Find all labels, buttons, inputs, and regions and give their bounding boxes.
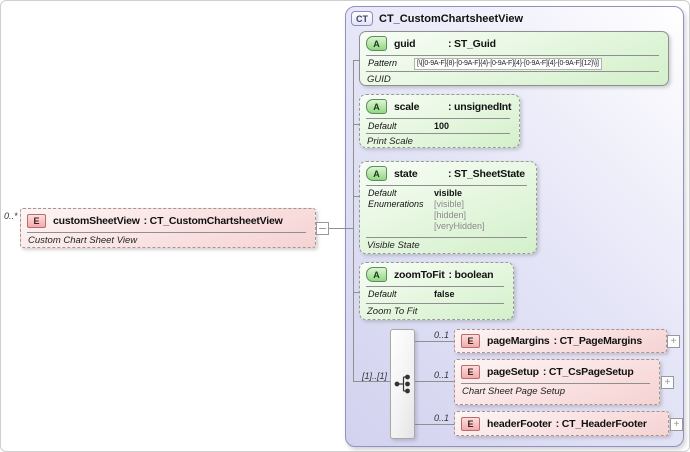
collapse-icon [319,228,326,229]
facet-label: Default [368,188,397,198]
divider [366,303,504,304]
element-title-row: E pageSetup: CT_CsPageSetup [455,360,659,383]
expand-button[interactable]: + [661,376,674,389]
element-title: pageSetup: CT_CsPageSetup [487,365,634,378]
expand-button[interactable]: + [670,418,683,431]
element-annotation: Custom Chart Sheet View [28,235,138,246]
connector-line [315,228,354,229]
element-title-row: E pageMargins: CT_PageMargins [455,330,666,352]
facet-label: Enumerations [368,199,424,209]
element-badge-icon: E [461,416,480,431]
facet-label: Default [368,121,397,131]
facet-label: Pattern [368,58,398,68]
element-title-row: E headerFooter: CT_HeaderFooter [455,412,668,435]
attribute-title-row: A guid: ST_Guid [360,32,668,55]
connector-line [415,341,454,342]
connector-line [353,381,390,382]
attribute-annotation: GUID [367,74,391,85]
element-badge-icon: E [461,364,480,379]
divider [461,383,650,384]
attribute-facets: Default false [360,287,513,303]
cardinality-label: 0..1 [433,370,449,380]
facet-value: visible [434,188,463,198]
attribute-badge-icon: A [366,99,387,114]
attribute-facets: Default visible Enumerations [visible] [… [360,186,536,237]
facet-value: [\{[0-9A-F]{8}-[0-9A-F]{4}-[0-9A-F]{4}-[… [414,58,602,70]
cardinality-label: 0..1 [433,413,449,423]
enum-value: [hidden] [434,210,467,220]
connector-line [415,424,454,425]
facet-label: Default [368,289,397,299]
attribute-annotation: Visible State [367,240,420,251]
attribute-title-row: A state: ST_SheetState [360,162,536,185]
divider [366,55,659,56]
element-title: customSheetView: CT_CustomChartsheetView [53,214,283,227]
connector-line [353,196,360,197]
plus-icon: + [664,377,671,388]
attribute-title: state: ST_SheetState [394,167,525,180]
divider [366,71,659,72]
attribute-title-row: A zoomToFit: boolean [360,263,513,286]
attribute-badge-icon: A [366,36,387,51]
attribute-box-zoomToFit: A zoomToFit: boolean Default false Zoom … [359,262,514,320]
sequence-compositor [390,329,415,439]
element-title: pageMargins: CT_PageMargins [487,335,642,347]
element-title: headerFooter: CT_HeaderFooter [487,417,647,430]
divider [366,237,527,238]
element-title-row: E customSheetView: CT_CustomChartsheetVi… [21,209,315,232]
element-badge-icon: E [27,213,46,228]
cardinality-label: [1]..[1] [361,371,387,381]
plus-icon: + [670,336,677,347]
attribute-title: scale: unsignedInt [394,100,512,113]
attribute-title: guid: ST_Guid [394,37,496,50]
attribute-box-state: A state: ST_SheetState Default visible E… [359,161,537,254]
divider [366,185,527,186]
attribute-facets: Pattern [\{[0-9A-F]{8}-[0-9A-F]{4}-[0-9A… [360,56,668,71]
attribute-badge-icon: A [366,166,387,181]
element-box-headerFooter[interactable]: E headerFooter: CT_HeaderFooter [454,411,669,436]
element-box-pageMargins[interactable]: E pageMargins: CT_PageMargins [454,329,667,353]
enum-value: [veryHidden] [434,221,485,231]
complex-type-header: CT CT_CustomChartsheetView [351,11,523,26]
attribute-box-guid: A guid: ST_Guid Pattern [\{[0-9A-F]{8}-[… [359,31,669,86]
divider [366,133,510,134]
facet-value: false [434,289,455,299]
complex-type-title: CT_CustomChartsheetView [379,12,524,25]
attribute-annotation: Zoom To Fit [367,306,418,317]
enum-value: [visible] [434,199,465,209]
attribute-title: zoomToFit: boolean [394,268,494,281]
connector-trunk-line [353,60,354,382]
sequence-icon [394,374,410,394]
facet-value: 100 [434,121,450,131]
cardinality-label: 0..* [4,211,18,221]
expand-button[interactable]: + [667,335,680,348]
element-box-pageSetup[interactable]: E pageSetup: CT_CsPageSetup Chart Sheet … [454,359,660,405]
connector-line [415,381,454,382]
divider [366,286,504,287]
attribute-facets: Default 100 [360,119,519,133]
attribute-badge-icon: A [366,267,387,282]
element-box-customSheetView[interactable]: E customSheetView: CT_CustomChartsheetVi… [20,208,316,248]
element-annotation: Chart Sheet Page Setup [462,386,565,397]
attribute-title-row: A scale: unsignedInt [360,95,519,118]
complex-type-badge-icon: CT [351,11,373,26]
element-badge-icon: E [461,334,480,348]
attribute-annotation: Print Scale [367,136,413,147]
connector-line [353,292,360,293]
divider [27,232,306,233]
divider [366,118,510,119]
cardinality-label: 0..1 [433,330,449,340]
attribute-box-scale: A scale: unsignedInt Default 100 Print S… [359,94,520,148]
collapse-handle[interactable] [316,222,329,235]
plus-icon: + [673,419,680,430]
connector-line [353,124,360,125]
connector-line [353,60,360,61]
